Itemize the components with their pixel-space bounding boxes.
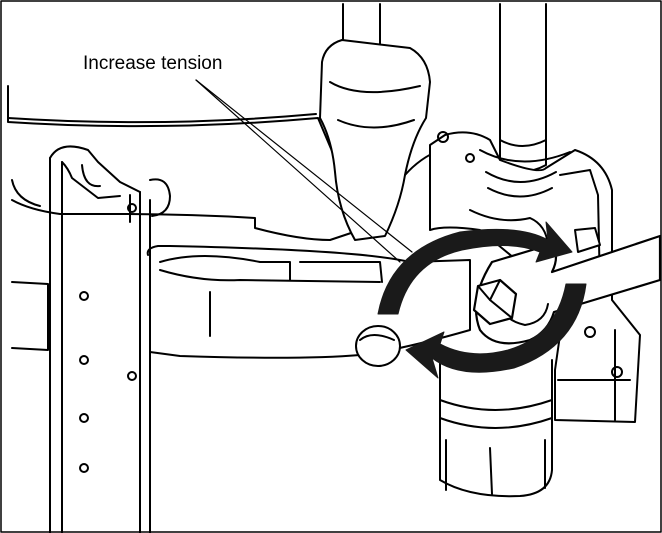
increase-tension-label: Increase tension [83,53,223,74]
rotation-arrow-lower [405,283,587,379]
lower-knuckle [439,209,553,498]
vertical-column [11,145,171,533]
callout-leader [195,79,413,263]
knob [355,325,401,367]
upper-arm [7,39,441,241]
right-housing [429,131,641,423]
upper-post-right [499,3,547,173]
hex-bolt-icon [472,278,518,326]
rotation-arrow-upper [377,221,573,315]
clockwise-rotation-arrows-icon [377,221,587,379]
